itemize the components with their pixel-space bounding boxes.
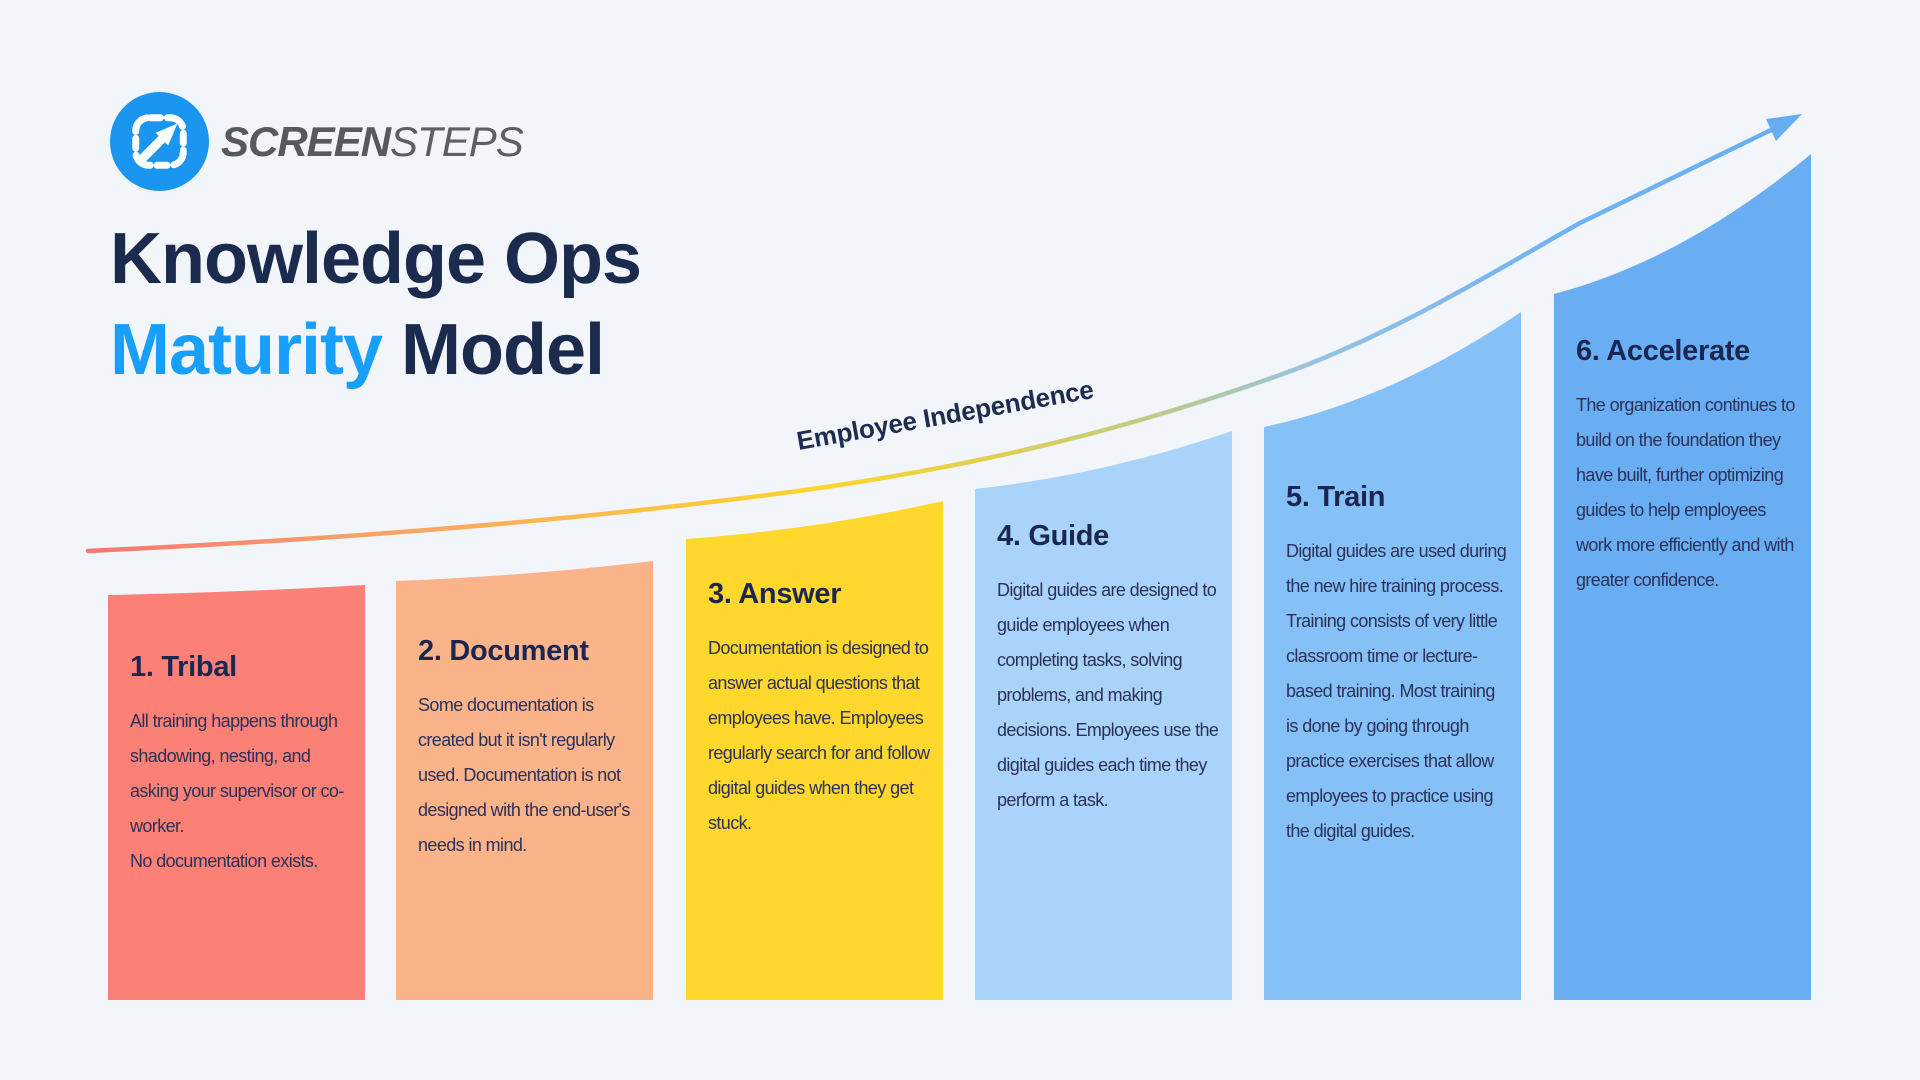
stage-6-title: 6. Accelerate (1576, 335, 1750, 367)
arrowhead-icon (1766, 114, 1802, 141)
stage-column-2 (396, 561, 653, 1000)
stage-column-6 (1554, 154, 1811, 1000)
title-line2-rest: Model (382, 310, 605, 390)
stage-6-body: The organization continues to build on t… (1576, 395, 1795, 590)
growth-curve (85, 127, 1774, 554)
stage-3-text: 3. Answer Documentation is designed to a… (708, 576, 932, 841)
stage-6-text: 6. Accelerate The organization continues… (1576, 333, 1800, 598)
stage-5-text: 5. Train Digital guides are used during … (1286, 479, 1510, 849)
stage-3-title: 3. Answer (708, 578, 842, 610)
stage-column-4 (975, 431, 1232, 1000)
stage-2-text: 2. Document Some documentation is create… (418, 633, 642, 863)
brand-light: STEPS (390, 118, 524, 165)
title-line1: Knowledge Ops (110, 219, 642, 299)
stage-5-title: 5. Train (1286, 481, 1386, 513)
screensteps-logo-icon (110, 92, 209, 191)
stage-4-title: 4. Guide (997, 520, 1110, 552)
stage-4-text: 4. Guide Digital guides are designed to … (997, 518, 1221, 818)
stage-column-1 (108, 585, 365, 1000)
stage-column-5 (1264, 312, 1521, 1000)
title-line2: Maturity Model (110, 305, 641, 396)
stage-1-text: 1. Tribal All training happens through s… (130, 649, 354, 879)
brand-bold: SCREEN (221, 118, 391, 165)
stage-5-body: Digital guides are used during the new h… (1286, 541, 1507, 841)
title-highlight: Maturity (110, 310, 383, 390)
stage-2-body: Some documentation is created but it isn… (418, 695, 630, 855)
stage-4-body: Digital guides are designed to guide emp… (997, 580, 1219, 810)
stage-1-title: 1. Tribal (130, 651, 237, 683)
stage-1-body: All training happens through shadowing, … (130, 711, 344, 871)
page-title: Knowledge Ops Maturity Model (110, 214, 642, 396)
stage-3-body: Documentation is designed to answer actu… (708, 638, 930, 833)
stage-column-3 (686, 501, 943, 1000)
stage-2-title: 2. Document (418, 635, 589, 667)
brand-wordmark: SCREENSTEPS (221, 118, 524, 166)
